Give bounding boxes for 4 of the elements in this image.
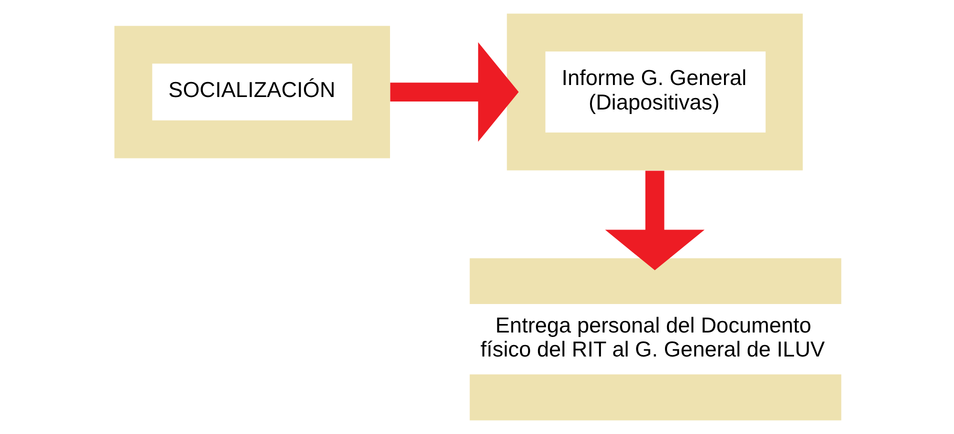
node-box: Informe G. General (Diapositivas) <box>506 14 802 170</box>
arrow <box>390 42 518 142</box>
arrow <box>604 170 704 270</box>
node-box: SOCIALIZACIÓN <box>114 26 390 158</box>
